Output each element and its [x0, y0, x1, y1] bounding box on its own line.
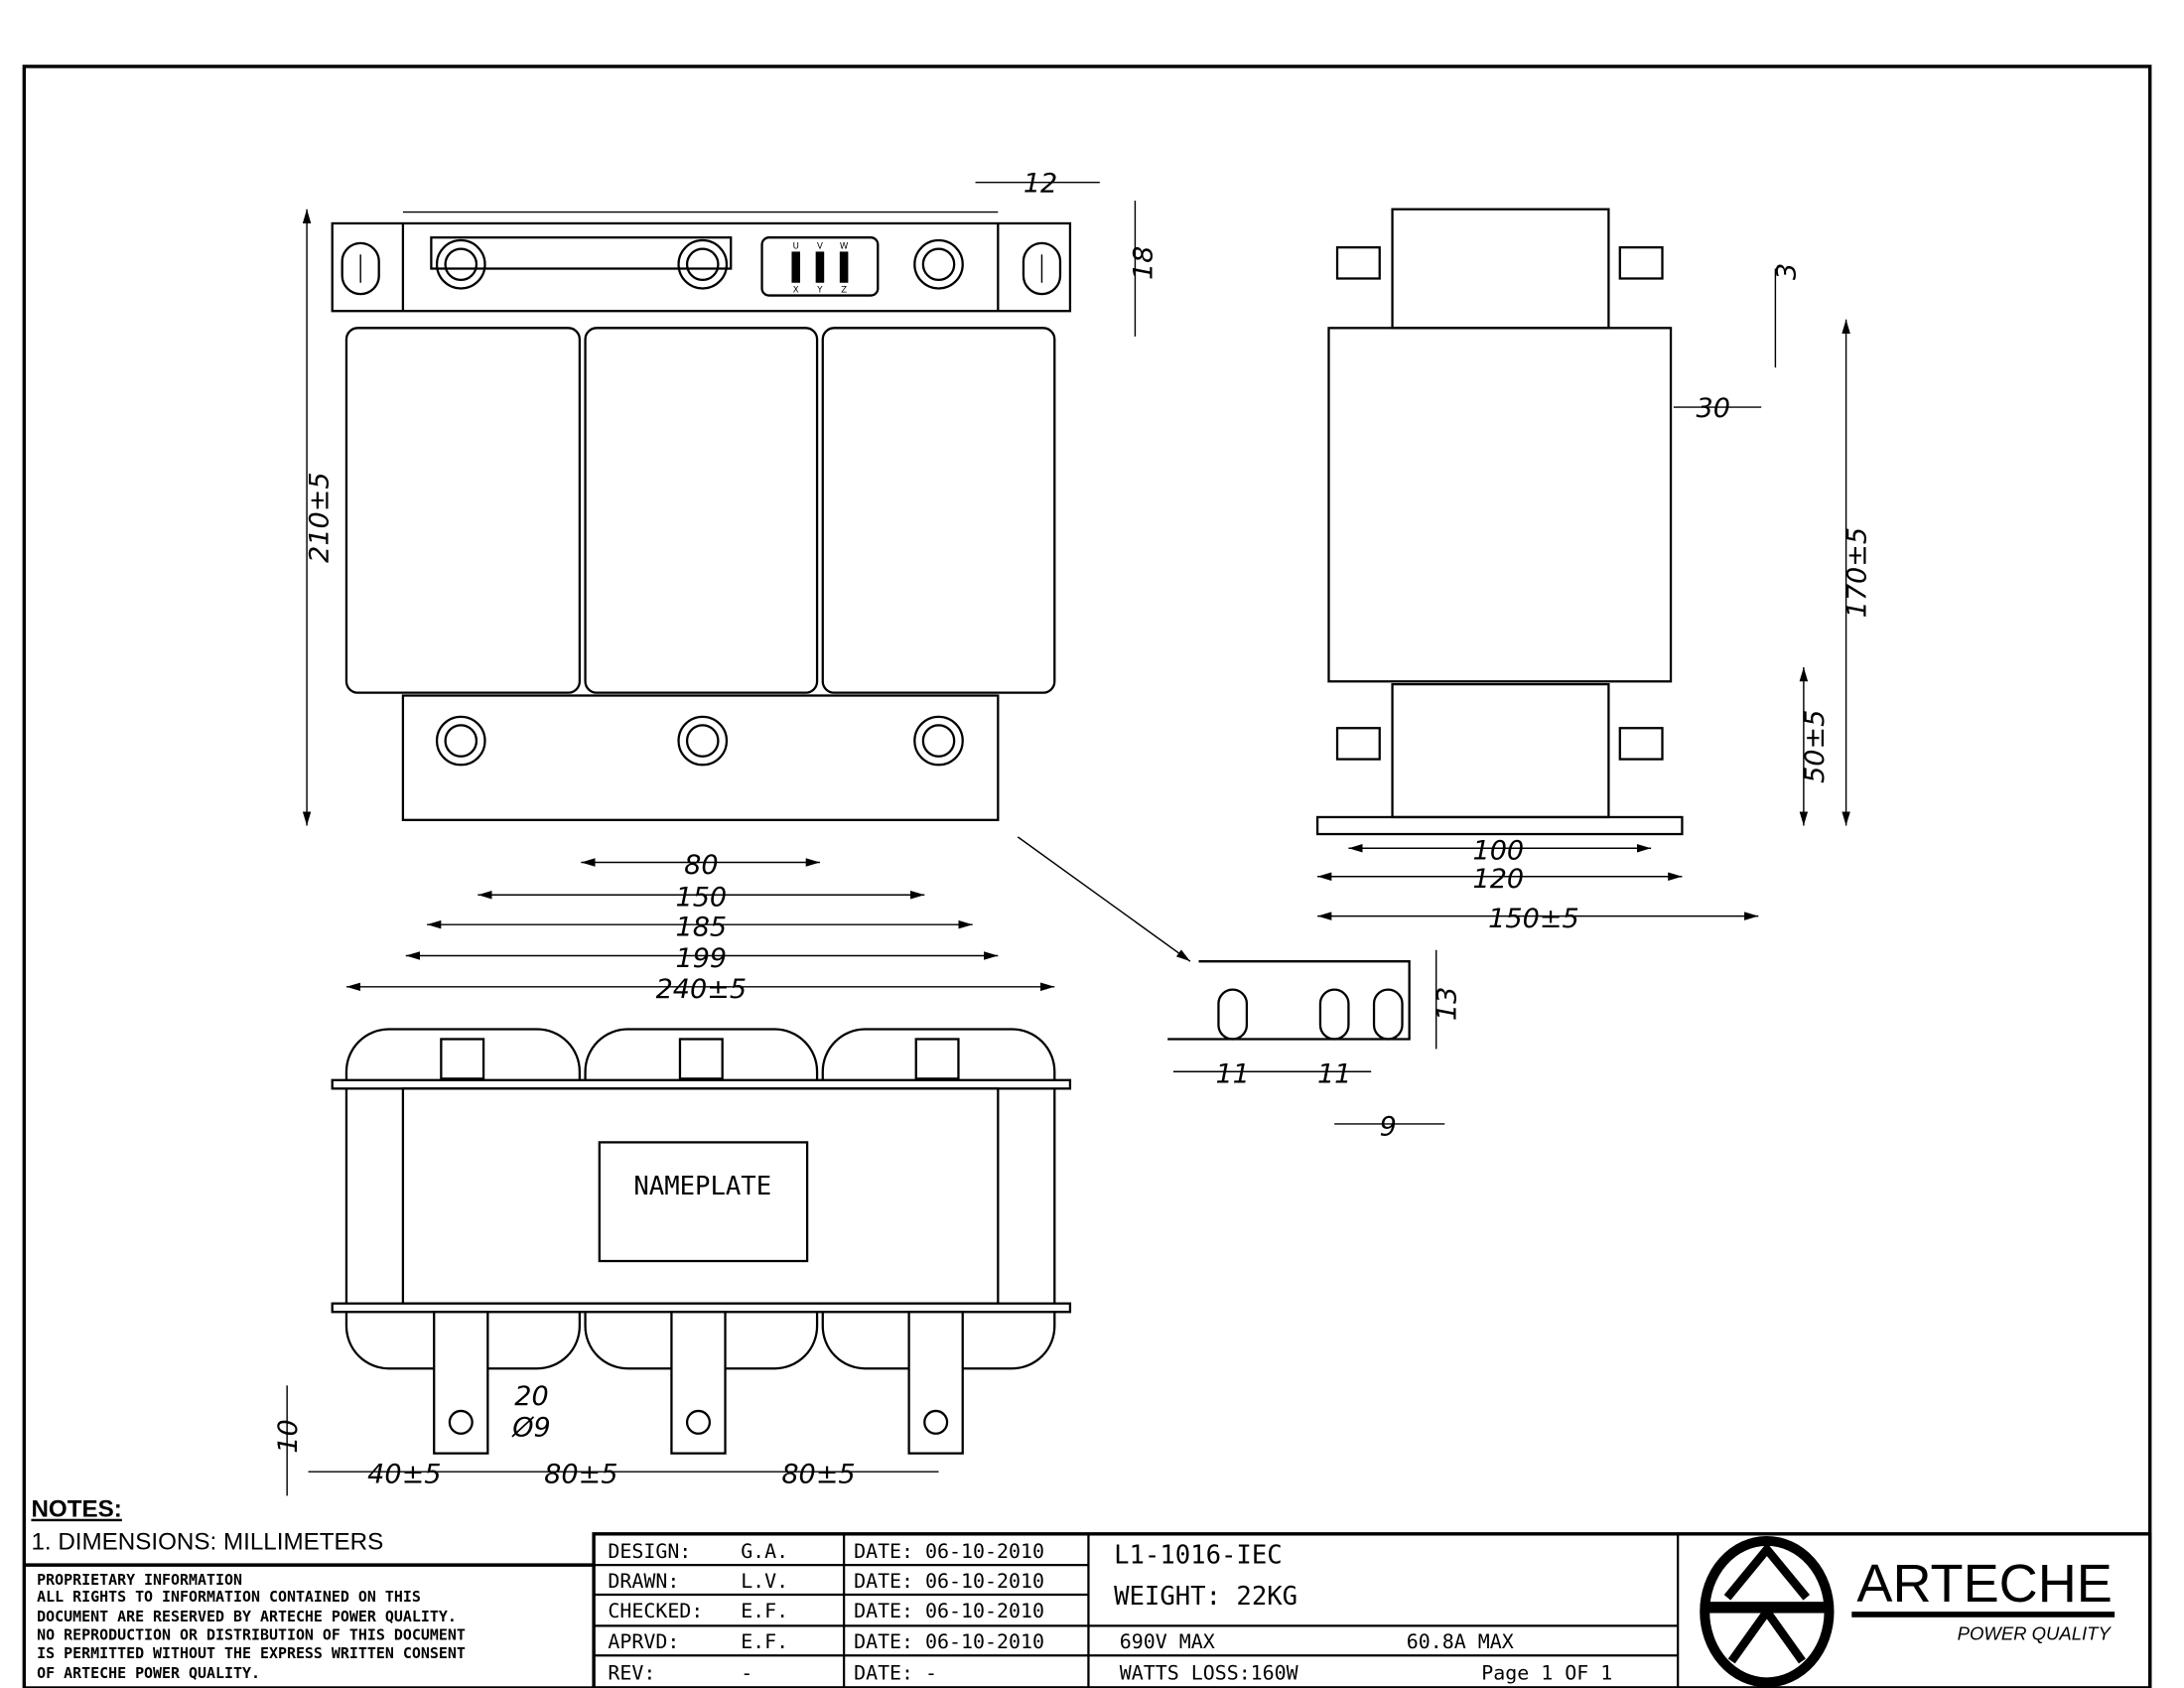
label-z: Z [841, 286, 847, 296]
dim-slot-width: 12 [1024, 169, 1057, 200]
title-block: PROPRIETARY INFORMATION ALL RIGHTS TO IN… [24, 1532, 2152, 1688]
nameplate-box [598, 1141, 809, 1263]
proprietary-line: IS PERMITTED WITHOUT THE EXPRESS WRITTEN… [37, 1644, 466, 1662]
signoff-name: - [741, 1661, 752, 1684]
proprietary-line: OF ARTECHE POWER QUALITY. [37, 1664, 260, 1682]
dim-slot-height: 18 [1129, 246, 1160, 280]
proprietary-notice: PROPRIETARY INFORMATION ALL RIGHTS TO IN… [37, 1571, 466, 1682]
proprietary-line: DOCUMENT ARE RESERVED BY ARTECHE POWER Q… [37, 1608, 457, 1625]
signoff-date: DATE: - [854, 1661, 937, 1684]
notes-title: NOTES: [31, 1496, 121, 1523]
dim-40: 40±5 [367, 1460, 441, 1490]
dim-150-5: 150±5 [1488, 904, 1578, 934]
dim-10: 10 [273, 1419, 304, 1453]
logo-name: ARTECHE [1856, 1554, 2112, 1614]
dim-150: 150 [676, 883, 728, 914]
signoff-role: DESIGN: [608, 1540, 691, 1563]
weight: WEIGHT: 22KG [1114, 1582, 1297, 1612]
current-rating: 60.8A MAX [1407, 1630, 1514, 1653]
side-view: 3 30 170±5 50±5 100 120 150±5 [1315, 208, 1873, 934]
dim-30: 30 [1697, 393, 1730, 424]
logo-tagline: POWER QUALITY [1958, 1623, 2113, 1644]
dim-11-a: 11 [1215, 1059, 1249, 1090]
signoff-date: DATE: 06-10-2010 [854, 1570, 1044, 1593]
label-w: W [840, 242, 849, 252]
dim-height: 210±5 [304, 472, 335, 563]
arteche-logo: ARTECHE POWER QUALITY [1700, 1535, 2116, 1688]
dim-13: 13 [1433, 987, 1463, 1021]
signoff-name: L.V. [741, 1570, 788, 1593]
sheet-border [22, 65, 2152, 1688]
front-view: U V W X Y Z 210±5 12 18 80 150 185 199 2… [302, 169, 1191, 1005]
signoff-role: CHECKED: [608, 1600, 703, 1622]
dim-120: 120 [1473, 864, 1525, 895]
dim-185: 185 [676, 913, 728, 943]
dim-width: 240±5 [656, 974, 748, 1005]
terminal-labels: U V W X Y Z [791, 242, 849, 296]
proprietary-line: PROPRIETARY INFORMATION [37, 1571, 242, 1589]
dim-80-b: 80±5 [781, 1460, 855, 1490]
dim-80: 80 [684, 850, 718, 881]
proprietary-line: NO REPRODUCTION OR DISTRIBUTION OF THIS … [37, 1626, 466, 1644]
label-y: Y [816, 286, 823, 296]
signoff-date: DATE: 06-10-2010 [854, 1600, 1044, 1622]
signoff-role: APRVD: [608, 1630, 679, 1653]
terminal-label-box [760, 236, 880, 297]
dim-3: 3 [1771, 263, 1802, 280]
watts-loss: WATTS LOSS:160W [1120, 1661, 1298, 1684]
signoff-date: DATE: 06-10-2010 [854, 1630, 1044, 1653]
dim-199: 199 [676, 943, 728, 974]
dim-80-a: 80±5 [544, 1460, 617, 1490]
dim-170: 170±5 [1843, 527, 1873, 619]
label-u: U [793, 242, 799, 252]
dim-100: 100 [1473, 836, 1525, 867]
dim-9: 9 [1380, 1111, 1397, 1142]
part-number: L1-1016-IEC [1114, 1541, 1283, 1571]
bottom-view: NAMEPLATE 10 20 Ø9 40±5 80±5 80±5 [273, 1028, 1072, 1496]
signoff-table: DESIGN: G.A. DATE: 06-10-2010 DRAWN: L.V… [608, 1540, 1044, 1684]
dim-11-b: 11 [1317, 1059, 1351, 1090]
label-v: V [817, 242, 823, 252]
signoff-role: REV: [608, 1661, 655, 1684]
signoff-date: DATE: 06-10-2010 [854, 1540, 1044, 1563]
dim-20: 20 [514, 1381, 548, 1412]
signoff-name: E.F. [741, 1630, 788, 1653]
signoff-name: G.A. [741, 1540, 788, 1563]
page-number: Page 1 OF 1 [1481, 1661, 1612, 1684]
signoff-role: DRAWN: [608, 1570, 679, 1593]
label-x: X [793, 286, 799, 296]
proprietary-line: ALL RIGHTS TO INFORMATION CONTAINED ON T… [37, 1588, 421, 1606]
nameplate-label: NAMEPLATE [633, 1172, 771, 1201]
dim-hole-diameter: Ø9 [511, 1413, 551, 1444]
signoff-name: E.F. [741, 1600, 788, 1622]
dim-50: 50±5 [1800, 710, 1831, 783]
note-1: 1. DIMENSIONS: MILLIMETERS [31, 1528, 383, 1555]
detail-view: 13 11 11 9 [1167, 949, 1463, 1142]
voltage-rating: 690V MAX [1120, 1630, 1215, 1653]
